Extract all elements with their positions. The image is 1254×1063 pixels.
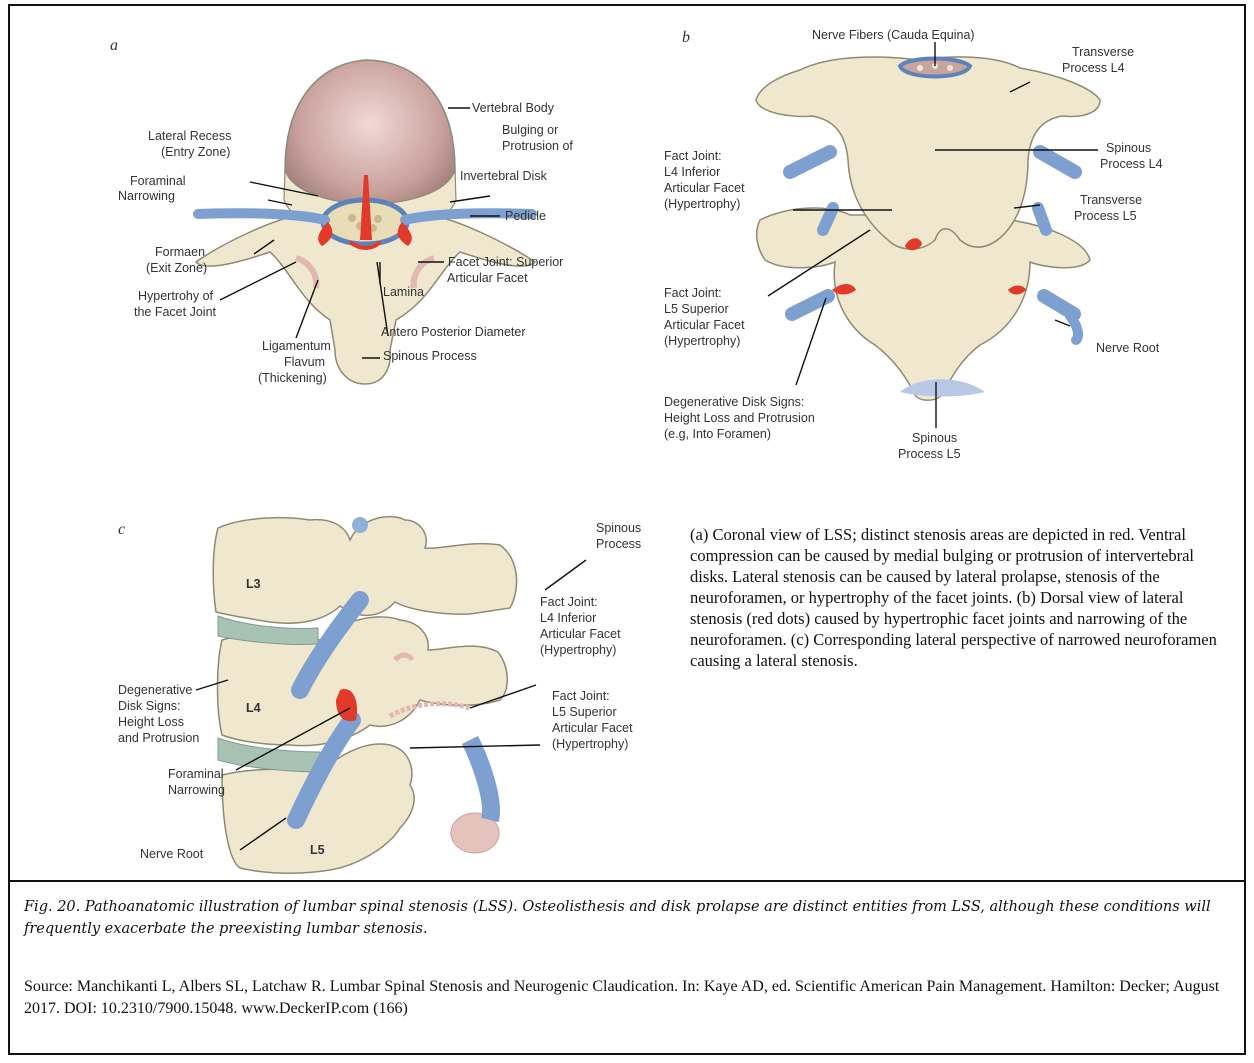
label-transverse-l5: Transverse Process L5 bbox=[1074, 193, 1146, 223]
caption-divider bbox=[8, 880, 1246, 882]
label-spinous-process-c: Spinous Process bbox=[596, 521, 645, 551]
panel-b: b Nerve Fiber bbox=[664, 28, 1163, 461]
label-vertebral-body: Vertebral Body bbox=[472, 101, 555, 115]
label-degenerative-b: Degenerative Disk Signs: Height Loss and… bbox=[664, 395, 818, 441]
label-facet-superior: Facet Joint: Superior Articular Facet bbox=[447, 255, 567, 285]
label-foraminal-narrowing-a: Foraminal Narrowing bbox=[118, 174, 189, 203]
label-l4: L4 bbox=[246, 701, 261, 715]
label-nerve-fibers: Nerve Fibers (Cauda Equina) bbox=[812, 28, 975, 42]
label-spinous-l5: Spinous Process L5 bbox=[898, 431, 961, 461]
label-fact-joint-l5-b: Fact Joint: L5 Superior Articular Facet … bbox=[664, 286, 748, 348]
label-l3: L3 bbox=[246, 577, 261, 591]
figure-caption: Fig. 20. Pathoanatomic illustration of l… bbox=[24, 896, 1234, 940]
label-l5: L5 bbox=[310, 843, 325, 857]
label-nerve-root-b: Nerve Root bbox=[1096, 341, 1160, 355]
figure-source: Source: Manchikanti L, Albers SL, Latcha… bbox=[24, 976, 1239, 1020]
label-antero-posterior: Antero Posterior Diameter bbox=[381, 325, 526, 339]
label-nerve-root-c: Nerve Root bbox=[140, 847, 204, 861]
figure-illustration: a bbox=[0, 0, 1254, 880]
panel-c-letter: c bbox=[118, 521, 125, 538]
panel-c: c Spinous Process bbox=[118, 517, 645, 874]
label-degenerative-c: Degenerative Disk Signs: Height Loss and… bbox=[118, 683, 199, 745]
label-pedicle: Pedicle bbox=[505, 209, 546, 223]
label-lamina: Lamina bbox=[383, 285, 424, 299]
label-spinous-process-a: Spinous Process bbox=[383, 349, 477, 363]
panel-a-letter: a bbox=[110, 37, 118, 54]
label-foraminal-narrowing-c: Foraminal Narrowing bbox=[168, 767, 227, 797]
nerve-root-left bbox=[198, 213, 325, 220]
label-bulging: Bulging or Protrusion of Invertebral Dis… bbox=[460, 123, 576, 183]
panel-a: a bbox=[110, 37, 576, 385]
label-spinous-l4: Spinous Process L4 bbox=[1100, 141, 1163, 171]
label-fact-joint-l4-b: Fact Joint: L4 Inferior Articular Facet … bbox=[664, 149, 748, 211]
label-fact-joint-l4-c: Fact Joint: L4 Inferior Articular Facet … bbox=[540, 595, 624, 657]
label-lateral-recess: Lateral Recess (Entry Zone) bbox=[148, 129, 235, 159]
label-hypertrophy-facet: Hypertrohy of the Facet Joint bbox=[134, 289, 217, 319]
figure-description: (a) Coronal view of LSS; distinct stenos… bbox=[690, 524, 1220, 671]
label-ligamentum: Ligamentum Flavum (Thickening) bbox=[258, 339, 334, 385]
label-transverse-l4: Transverse Process L4 bbox=[1062, 45, 1138, 75]
panel-b-letter: b bbox=[682, 29, 690, 46]
label-fact-joint-l5-c: Fact Joint: L5 Superior Articular Facet … bbox=[552, 689, 636, 751]
